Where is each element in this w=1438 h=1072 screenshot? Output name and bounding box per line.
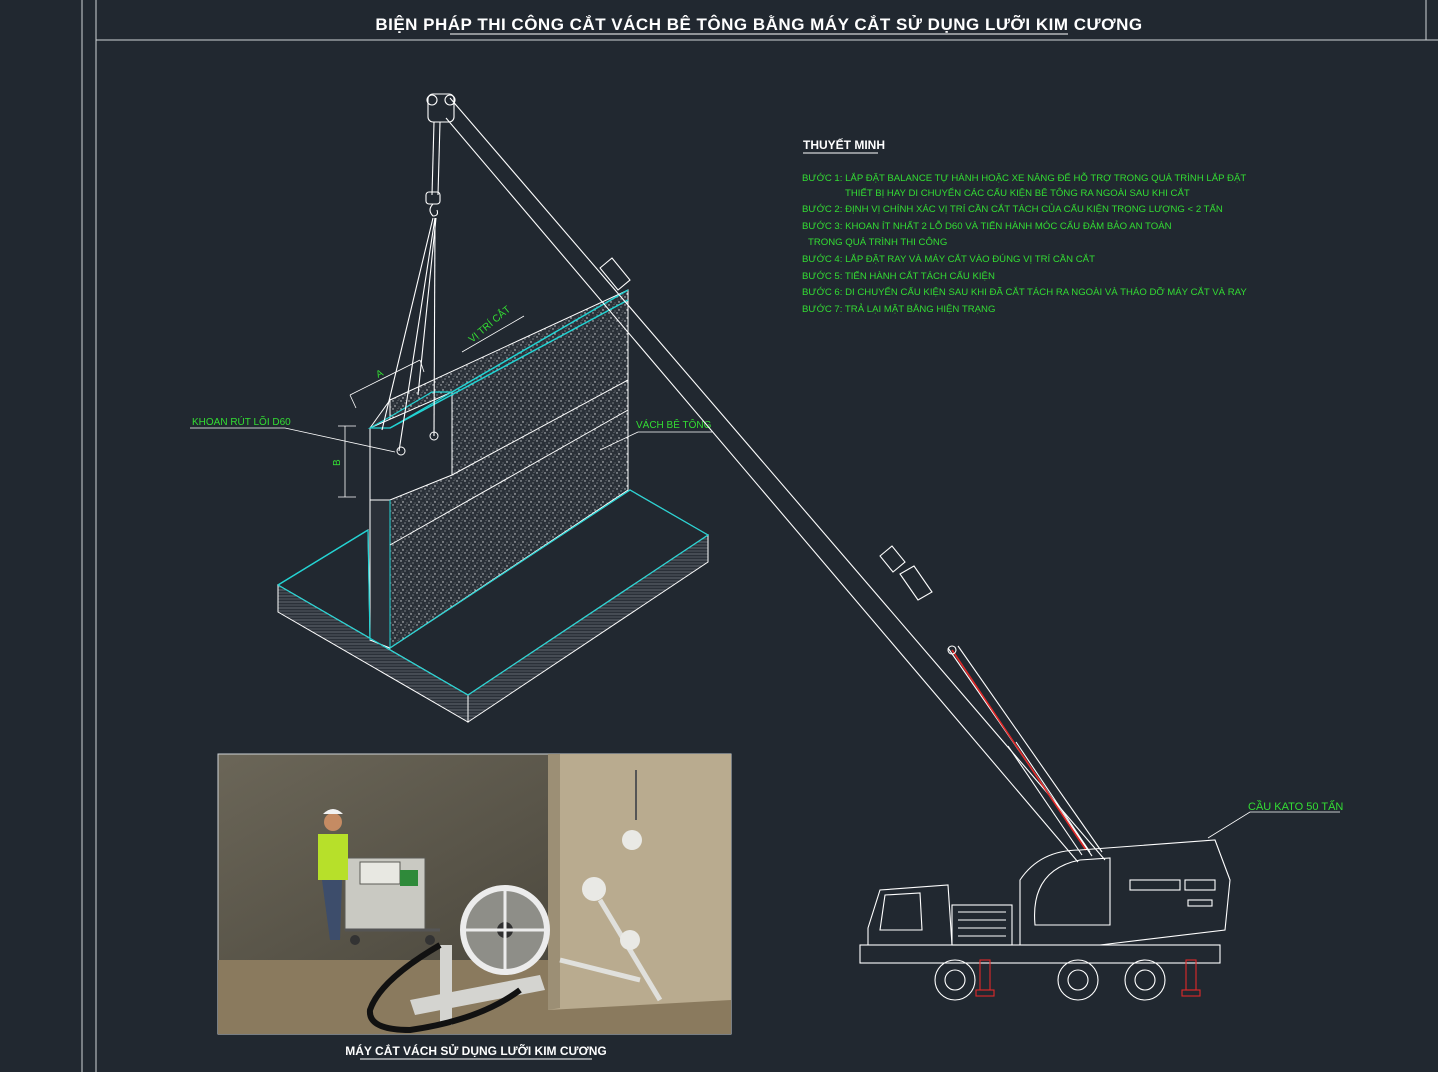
note-line-8: BƯỚC 6: DI CHUYỂN CẤU KIỆN SAU KHI ĐÃ CẮ… [802,286,1247,298]
cut-line-top [389,299,629,429]
note-line-1: BƯỚC 1: LẮP ĐẶT BALANCE TỰ HÀNH HOẶC XE … [802,172,1246,184]
dim-a-line [349,359,421,396]
dim-a-label: A [374,368,385,381]
wall-label: VÁCH BÊ TÔNG [636,418,712,431]
photo-caption: MÁY CẮT VÁCH SỬ DỤNG LƯỠI KIM CƯƠNG [345,1043,606,1058]
note-line-2: THIẾT BỊ HAY DI CHUYỂN CÁC CẤU KIỆN BÊ T… [845,187,1190,199]
cut-line-base2 [277,489,710,696]
cut-line-base [277,529,369,586]
cut-block-front [369,391,453,501]
cut-position-leader [461,315,525,353]
note-line-7: BƯỚC 5: TIẾN HÀNH CẮT TÁCH CẤU KIỆN [802,271,995,282]
crane-truck [859,839,1231,1001]
notes-heading: THUYẾT MINH [803,137,885,152]
notes-block: THUYẾT MINH BƯỚC 1: LẮP ĐẶT BALANCE TỰ H… [802,137,1247,315]
crane-label: CẦU KATO 50 TẤN [1248,800,1343,813]
core-drill-leader [190,427,396,453]
cut-position-label: VỊ TRÍ CẮT [466,303,513,346]
core-drill-label: KHOAN RÚT LÕI D60 [192,415,291,428]
note-line-9: BƯỚC 7: TRẢ LẠI MẶT BẰNG HIỆN TRẠNG [802,303,995,315]
cut-line-top2 [451,289,629,393]
hook-block [381,93,456,452]
core-hole-1 [396,446,406,456]
concrete-wall-isometric: A B KHOAN RÚT LÕI D60 VÁCH BÊ TÔNG VỊ TR… [190,289,712,723]
note-line-4: BƯỚC 3: KHOAN ÍT NHẤT 2 LỖ D60 VÀ TIẾN H… [802,220,1172,232]
drawing-title: BIỆN PHÁP THI CÔNG CẮT VÁCH BÊ TÔNG BẰNG… [375,14,1142,34]
saw-cut-line-1 [389,409,629,546]
dim-b-label: B [332,459,343,466]
sheet-frame [81,0,1438,1072]
crane-leader [1207,811,1340,839]
wall-leader [599,431,712,451]
note-line-3: BƯỚC 2: ĐỊNH VỊ CHÍNH XÁC VỊ TRÍ CẦN CẮT… [802,203,1223,215]
saw-cut-line-2 [451,379,629,476]
note-line-6: BƯỚC 4: LẮP ĐẶT RAY VÀ MÁY CẮT VÀO ĐÚNG … [802,254,1095,265]
note-line-5: TRONG QUÁ TRÌNH THI CÔNG [808,237,947,248]
wire-saw-photo [217,753,732,1035]
crane-boom [445,97,1106,863]
crane-kato-50t [381,93,1340,1001]
